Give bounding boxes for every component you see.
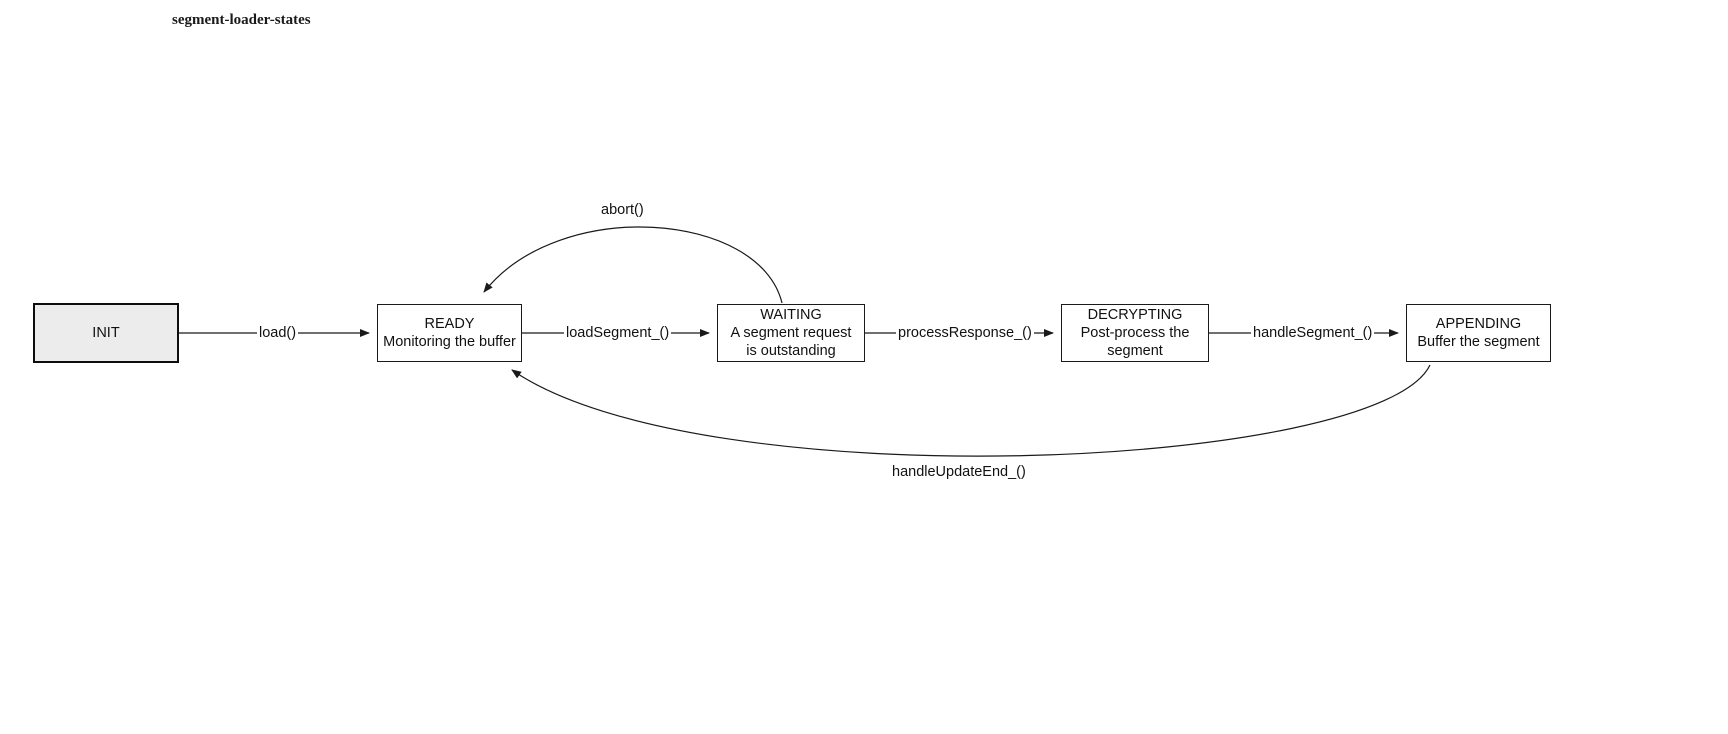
node-ready[interactable]: READY Monitoring the buffer <box>377 304 522 362</box>
edge-label-load-segment: loadSegment_() <box>564 325 672 342</box>
node-init[interactable]: INIT <box>33 303 179 363</box>
node-decrypting-label-2: segment <box>1107 343 1163 359</box>
edge-label-handle-update-end: handleUpdateEnd_() <box>890 464 1028 481</box>
edge-label-handle-segment: handleSegment_() <box>1251 325 1375 342</box>
node-waiting-label-0: WAITING <box>760 307 822 323</box>
node-ready-label-1: Monitoring the buffer <box>383 334 516 350</box>
node-appending-label-0: APPENDING <box>1435 316 1522 332</box>
edge-waiting-ready-abort <box>483 226 783 304</box>
node-appending-label-1: Buffer the segment <box>1417 334 1540 350</box>
node-waiting-label-1: A segment request <box>730 325 852 341</box>
node-waiting[interactable]: WAITING A segment request is outstanding <box>717 304 865 362</box>
node-decrypting-label-0: DECRYPTING <box>1087 307 1183 323</box>
node-ready-label-0: READY <box>424 316 475 332</box>
edge-label-abort: abort() <box>599 202 646 219</box>
node-appending[interactable]: APPENDING Buffer the segment <box>1406 304 1551 362</box>
node-decrypting[interactable]: DECRYPTING Post-process the segment <box>1061 304 1209 362</box>
edge-label-load: load() <box>257 325 299 342</box>
edge-label-process-response: processResponse_() <box>896 325 1034 342</box>
node-init-label-0: INIT <box>92 325 120 341</box>
node-decrypting-label-1: Post-process the <box>1080 325 1190 341</box>
node-waiting-label-2: is outstanding <box>746 343 836 359</box>
diagram-title: segment-loader-states <box>172 12 311 28</box>
edge-appending-ready-update <box>511 364 1431 457</box>
